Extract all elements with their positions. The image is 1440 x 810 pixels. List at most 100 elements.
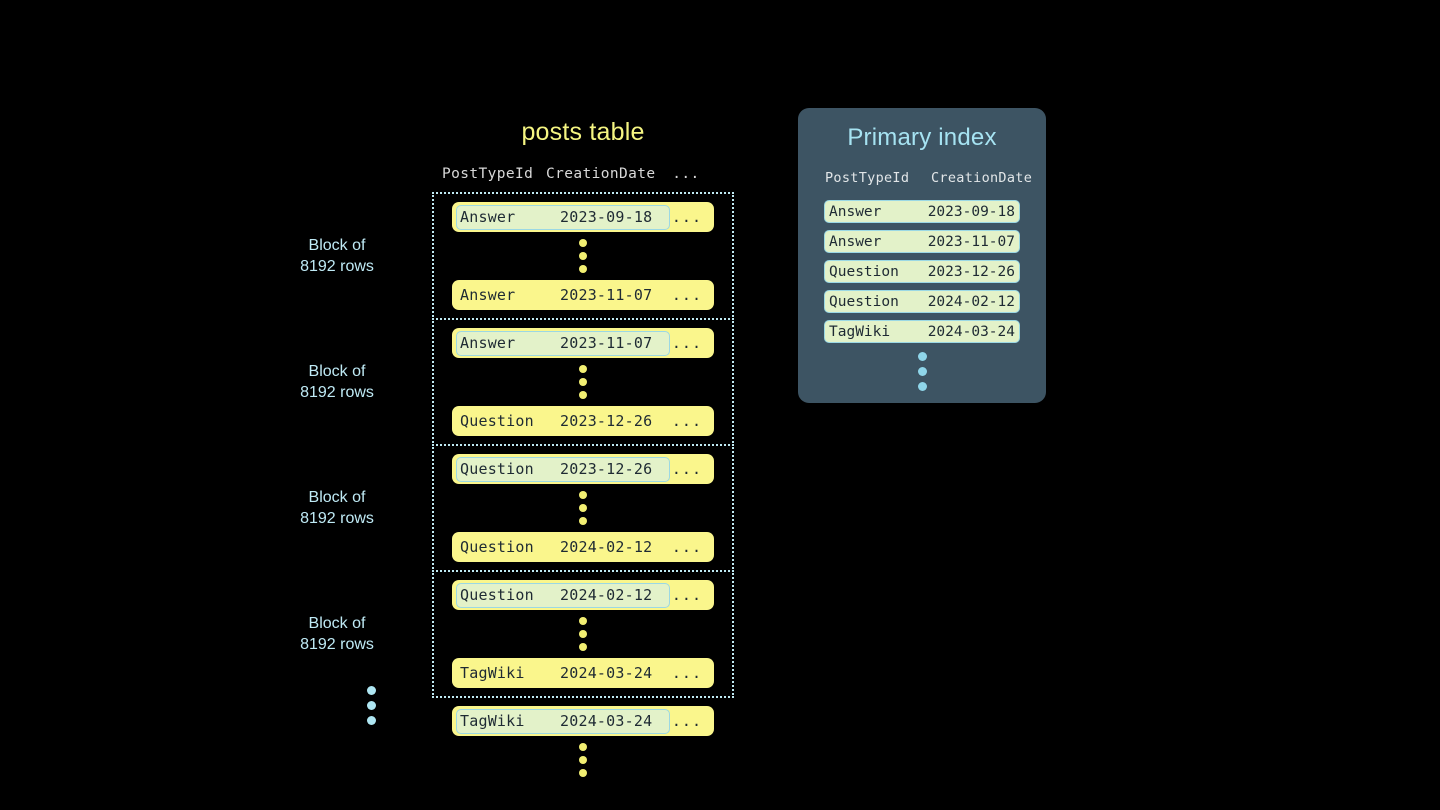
index-entry: TagWiki 2024-03-24 bbox=[824, 320, 1020, 343]
table-row: Question 2023-12-26 ... bbox=[452, 454, 714, 484]
dot bbox=[579, 252, 587, 260]
cell-ellipsis: ... bbox=[671, 334, 702, 352]
page-title: posts table bbox=[521, 118, 645, 146]
data-block: Block of 8192 rows Question 2024-02-12 .… bbox=[300, 570, 734, 698]
cell-creationdate: 2024-02-12 bbox=[560, 538, 653, 556]
dot bbox=[579, 769, 587, 777]
column-header-posttypeid: PostTypeId bbox=[442, 166, 534, 182]
cell-creationdate: 2023-11-07 bbox=[927, 233, 1015, 250]
column-header-ellipsis: ... bbox=[672, 166, 700, 182]
table-row: Question 2024-02-12 ... bbox=[452, 532, 714, 562]
vertical-ellipsis-dots bbox=[434, 484, 732, 532]
cell-creationdate: 2024-03-24 bbox=[560, 664, 653, 682]
row-index-key: Answer 2023-11-07 bbox=[456, 330, 670, 356]
block-label: Block of 8192 rows bbox=[300, 615, 374, 653]
dot bbox=[579, 630, 587, 638]
cell-ellipsis: ... bbox=[671, 412, 702, 430]
column-header-posttypeid: PostTypeId bbox=[825, 170, 910, 186]
index-ellipsis-dots bbox=[798, 352, 1046, 391]
table-row: Answer 2023-11-07 ... bbox=[452, 280, 714, 310]
cell-ellipsis: ... bbox=[671, 286, 702, 304]
cell-ellipsis: ... bbox=[671, 712, 702, 730]
cell-creationdate: 2023-12-26 bbox=[560, 412, 653, 430]
vertical-ellipsis-dots bbox=[434, 232, 732, 280]
cell-posttypeid: Answer bbox=[460, 208, 516, 226]
table-row: Question 2024-02-12 ... bbox=[452, 580, 714, 610]
dot bbox=[579, 617, 587, 625]
cell-creationdate: 2024-02-12 bbox=[927, 293, 1015, 310]
dot bbox=[579, 239, 587, 247]
cell-ellipsis: ... bbox=[671, 586, 702, 604]
index-entry: Question 2024-02-12 bbox=[824, 290, 1020, 313]
dot bbox=[579, 265, 587, 273]
dot bbox=[579, 756, 587, 764]
index-entry: Answer 2023-11-07 bbox=[824, 230, 1020, 253]
dot bbox=[917, 352, 927, 361]
row-index-key: Answer 2023-11-07 bbox=[456, 283, 670, 308]
cell-posttypeid: Question bbox=[460, 460, 534, 478]
column-header-creationdate: CreationDate bbox=[931, 170, 1033, 186]
cell-ellipsis: ... bbox=[671, 538, 702, 556]
cell-posttypeid: Question bbox=[460, 538, 534, 556]
cell-creationdate: 2023-09-18 bbox=[560, 208, 653, 226]
vertical-ellipsis-dots bbox=[432, 736, 734, 784]
row-index-key: Question 2024-02-12 bbox=[456, 582, 670, 608]
row-index-key: Question 2023-12-26 bbox=[456, 456, 670, 482]
primary-index-column-headers: PostTypeId CreationDate bbox=[798, 170, 1046, 186]
vertical-ellipsis-dots bbox=[434, 358, 732, 406]
cell-posttypeid: Answer bbox=[829, 233, 882, 250]
table-row: Answer 2023-11-07 ... bbox=[452, 328, 714, 358]
dot bbox=[579, 643, 587, 651]
primary-index-panel: Primary index PostTypeId CreationDate An… bbox=[798, 108, 1046, 403]
data-block: Block of 8192 rows Question 2023-12-26 .… bbox=[300, 444, 734, 572]
cell-posttypeid: Answer bbox=[829, 203, 882, 220]
dot bbox=[917, 367, 927, 376]
data-block: Block of 8192 rows Answer 2023-11-07 ...… bbox=[300, 318, 734, 446]
cell-ellipsis: ... bbox=[671, 460, 702, 478]
trailing-row-group: TagWiki 2024-03-24 ... bbox=[432, 696, 734, 784]
dot bbox=[579, 365, 587, 373]
row-index-key: Question 2024-02-12 bbox=[456, 535, 670, 560]
table-row: Answer 2023-09-18 ... bbox=[452, 202, 714, 232]
dot bbox=[367, 686, 376, 695]
block-label: Block of 8192 rows bbox=[300, 237, 374, 275]
block-label: Block of 8192 rows bbox=[300, 363, 374, 401]
posts-table-body: Block of 8192 rows Answer 2023-09-18 ...… bbox=[300, 192, 734, 784]
cell-posttypeid: Question bbox=[829, 263, 899, 280]
cell-posttypeid: Question bbox=[829, 293, 899, 310]
block-label: Block of 8192 rows bbox=[300, 489, 374, 527]
cell-posttypeid: Answer bbox=[460, 286, 516, 304]
cell-creationdate: 2023-12-26 bbox=[927, 263, 1015, 280]
cell-ellipsis: ... bbox=[671, 664, 702, 682]
posts-table-column-headers: PostTypeId CreationDate ... bbox=[442, 166, 724, 182]
vertical-ellipsis-dots bbox=[434, 610, 732, 658]
cell-creationdate: 2024-03-24 bbox=[927, 323, 1015, 340]
cell-posttypeid: TagWiki bbox=[460, 712, 525, 730]
row-index-key: TagWiki 2024-03-24 bbox=[456, 661, 670, 686]
primary-index-title: Primary index bbox=[847, 124, 997, 151]
cell-ellipsis: ... bbox=[671, 208, 702, 226]
row-index-key: TagWiki 2024-03-24 bbox=[456, 708, 670, 734]
index-entry: Question 2023-12-26 bbox=[824, 260, 1020, 283]
data-block: Block of 8192 rows Answer 2023-09-18 ...… bbox=[300, 192, 734, 320]
dot bbox=[579, 743, 587, 751]
index-entry: Answer 2023-09-18 bbox=[824, 200, 1020, 223]
cell-posttypeid: Question bbox=[460, 412, 534, 430]
table-row: TagWiki 2024-03-24 ... bbox=[452, 658, 714, 688]
dot bbox=[579, 391, 587, 399]
dot bbox=[367, 716, 376, 725]
table-row: TagWiki 2024-03-24 ... bbox=[452, 706, 714, 736]
cell-posttypeid: Answer bbox=[460, 334, 516, 352]
row-index-key: Question 2023-12-26 bbox=[456, 409, 670, 434]
cell-posttypeid: TagWiki bbox=[460, 664, 525, 682]
row-index-key: Answer 2023-09-18 bbox=[456, 204, 670, 230]
cell-creationdate: 2024-03-24 bbox=[560, 712, 653, 730]
dot bbox=[579, 517, 587, 525]
cell-creationdate: 2024-02-12 bbox=[560, 586, 653, 604]
dot bbox=[917, 382, 927, 391]
cell-posttypeid: Question bbox=[460, 586, 534, 604]
dot bbox=[579, 504, 587, 512]
column-header-creationdate: CreationDate bbox=[546, 166, 656, 182]
cell-posttypeid: TagWiki bbox=[829, 323, 891, 340]
table-row: Question 2023-12-26 ... bbox=[452, 406, 714, 436]
